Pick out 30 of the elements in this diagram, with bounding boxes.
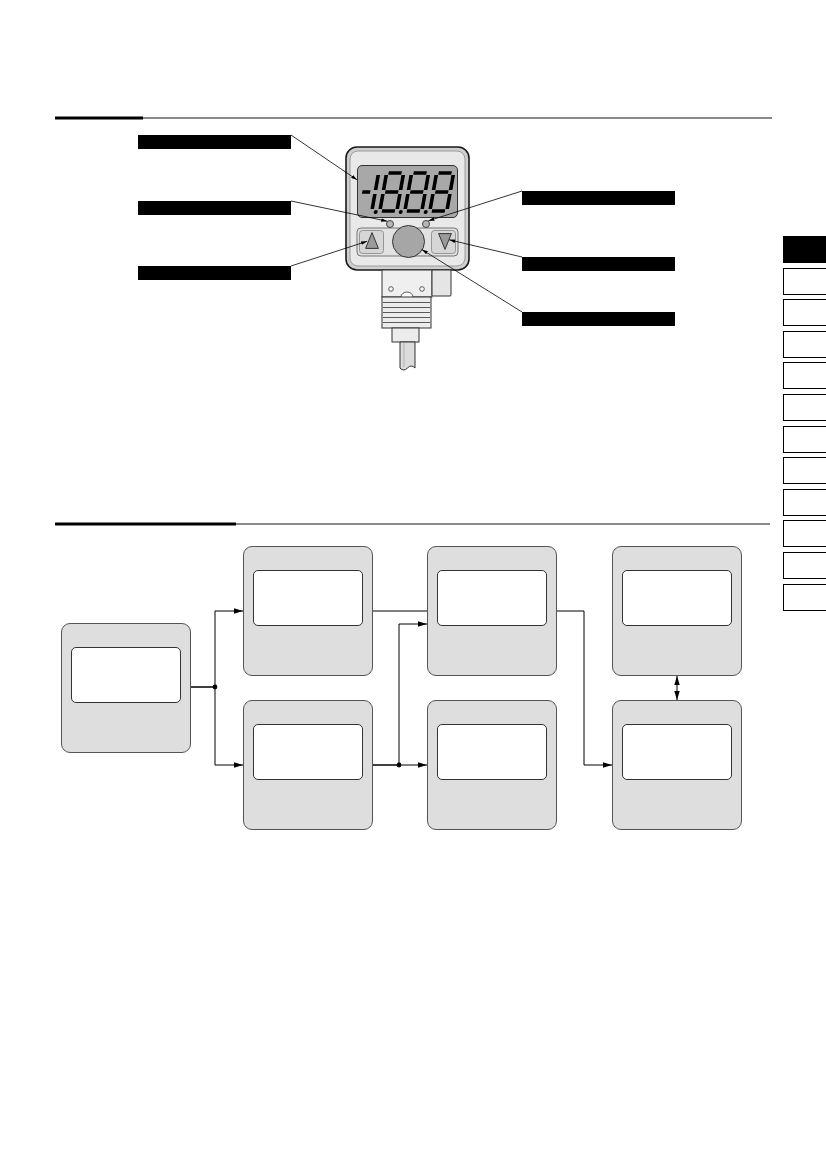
screen-window [253, 724, 363, 780]
flow-step-box [61, 623, 191, 753]
callout-bar [522, 257, 675, 271]
arrow [556, 610, 613, 768]
lcd-display [357, 165, 458, 218]
callout-bar [138, 266, 291, 280]
screen-window [622, 724, 732, 780]
callout-bar [522, 312, 675, 326]
down-triangle-icon [438, 233, 452, 250]
connector-line [372, 610, 428, 612]
flow-step-box [427, 700, 557, 830]
flow-step-box [427, 546, 557, 676]
arrow [190, 686, 244, 768]
screen-window [253, 570, 363, 626]
flow-step-box [243, 700, 373, 830]
callout-bar [138, 135, 291, 149]
double-arrow [674, 675, 680, 701]
callout-bar [138, 201, 291, 215]
callout-bar [522, 191, 675, 205]
flow-step-box [612, 700, 742, 830]
arrow [372, 762, 428, 768]
screen-window [622, 570, 732, 626]
indicator-light-icon [422, 220, 430, 228]
screen-window [437, 570, 547, 626]
flow-step-box [243, 546, 373, 676]
flow-step-box [612, 546, 742, 676]
up-triangle-icon [365, 232, 379, 249]
indicator-light-icon [386, 220, 394, 228]
screen-window [437, 724, 547, 780]
screen-window [71, 647, 181, 703]
